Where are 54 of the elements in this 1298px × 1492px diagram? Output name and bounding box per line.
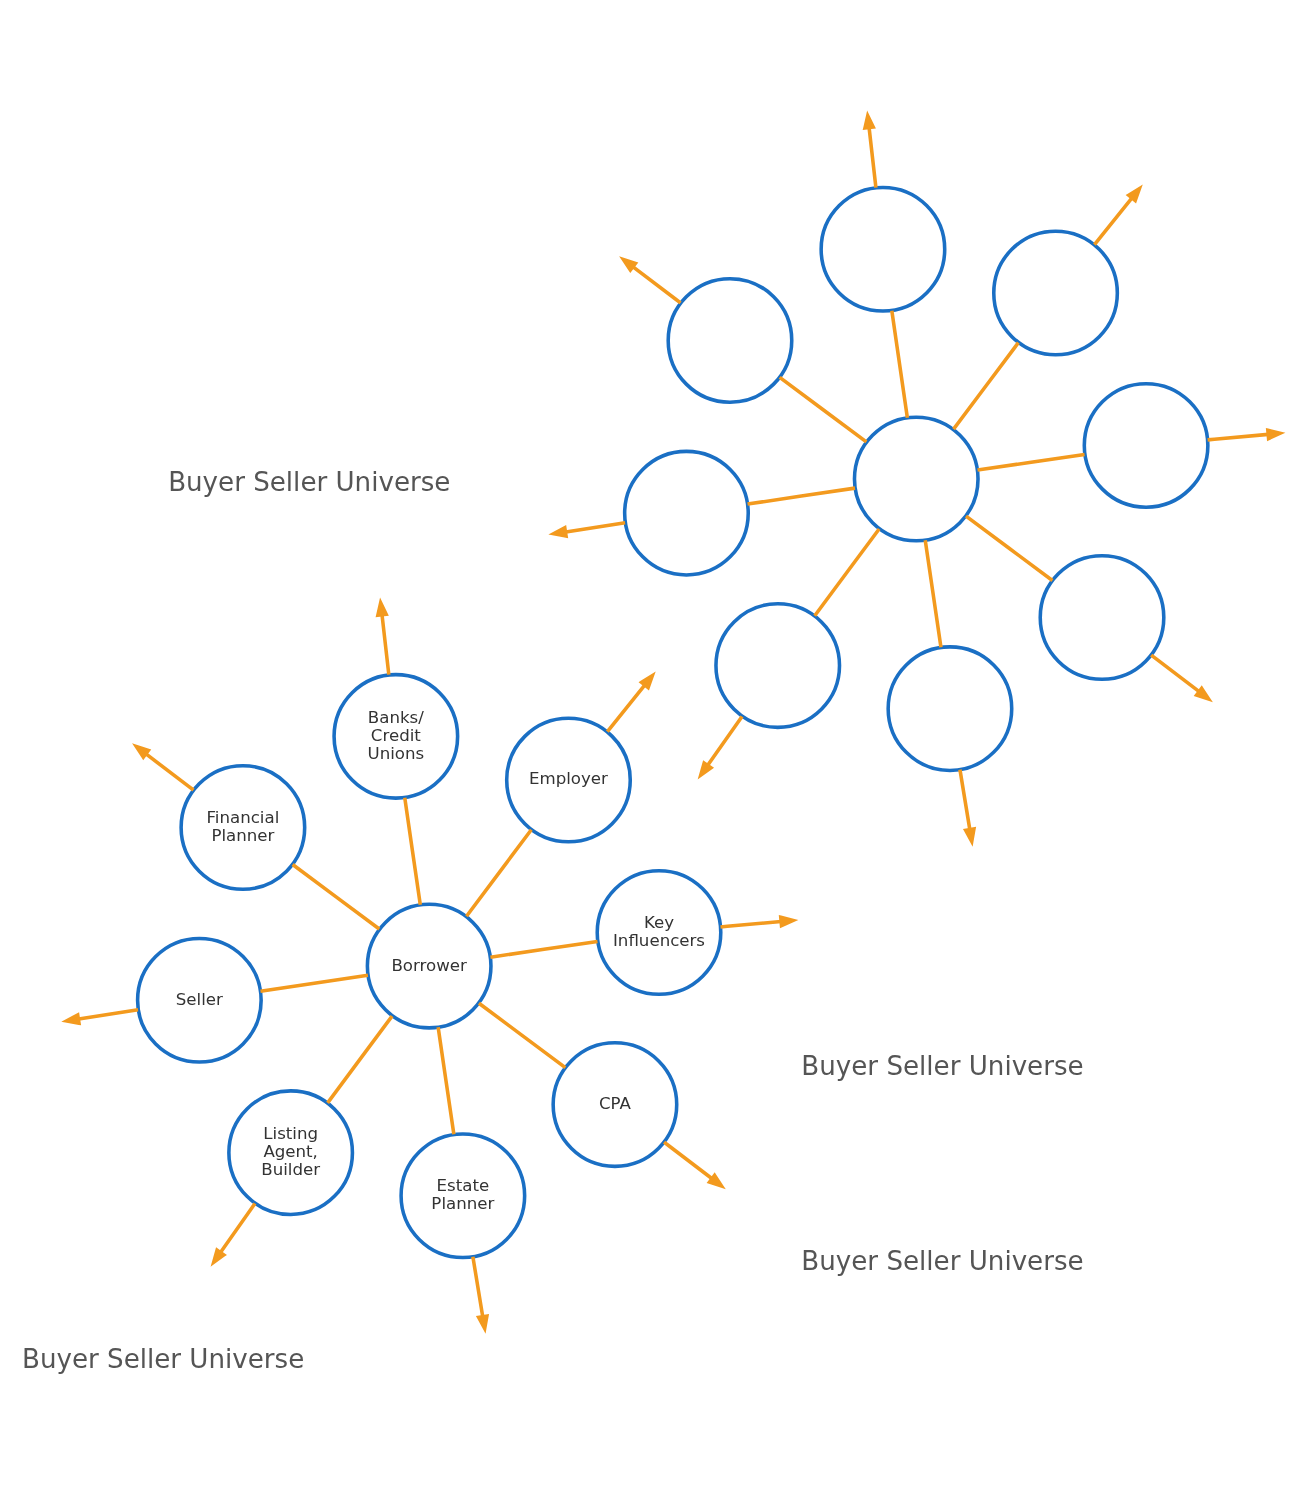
label: Buyer Seller Universe — [801, 1050, 1084, 1081]
connector — [465, 828, 533, 917]
arrow — [697, 714, 744, 780]
node-circle: Banks/ Credit Unions — [332, 672, 460, 800]
connector — [260, 972, 369, 993]
arrow — [471, 1255, 490, 1334]
node-circle — [1038, 553, 1166, 681]
connector — [813, 527, 881, 617]
arrow — [548, 520, 626, 538]
connector — [923, 539, 943, 647]
arrow — [132, 742, 195, 791]
node-circle: Borrower — [365, 902, 493, 1030]
node-circle — [622, 449, 750, 577]
arrow — [958, 768, 977, 847]
connector — [291, 862, 381, 930]
arrow — [1207, 427, 1286, 442]
arrow — [61, 1007, 139, 1025]
connector — [977, 452, 1085, 472]
node-circle: CPA — [551, 1040, 679, 1168]
arrow — [663, 1140, 726, 1189]
connector — [403, 797, 423, 905]
connector — [477, 1001, 567, 1069]
connector — [964, 514, 1054, 582]
arrow — [720, 914, 799, 929]
connector — [952, 341, 1020, 430]
arrow — [1093, 183, 1143, 246]
node-circle — [666, 276, 794, 404]
label: Buyer Seller Universe — [801, 1245, 1084, 1276]
arrow — [1150, 653, 1213, 702]
node-circle — [886, 644, 1014, 772]
node-circle — [992, 228, 1120, 357]
node-circle: Financial Planner — [179, 763, 307, 891]
connector — [326, 1014, 394, 1104]
arrow — [375, 597, 391, 675]
label: Buyer Seller Universe — [22, 1343, 305, 1374]
connector — [747, 485, 856, 506]
arrow — [862, 109, 878, 188]
arrow — [210, 1202, 257, 1267]
arrow — [619, 255, 682, 304]
node-circle — [1082, 381, 1210, 509]
connector — [778, 375, 868, 443]
node-circle: Key Influencers — [595, 868, 723, 996]
node-circle — [714, 601, 842, 729]
node-circle: Employer — [504, 716, 633, 844]
node-circle: Estate Planner — [399, 1131, 527, 1259]
node-circle — [852, 414, 980, 543]
node-circle — [819, 185, 947, 313]
connector — [436, 1026, 456, 1134]
arrow — [606, 670, 656, 733]
connector — [890, 310, 910, 418]
connector — [490, 939, 598, 959]
label: Buyer Seller Universe — [168, 466, 451, 497]
node-circle: Seller — [135, 936, 263, 1064]
node-circle: Listing Agent, Builder — [227, 1088, 355, 1216]
